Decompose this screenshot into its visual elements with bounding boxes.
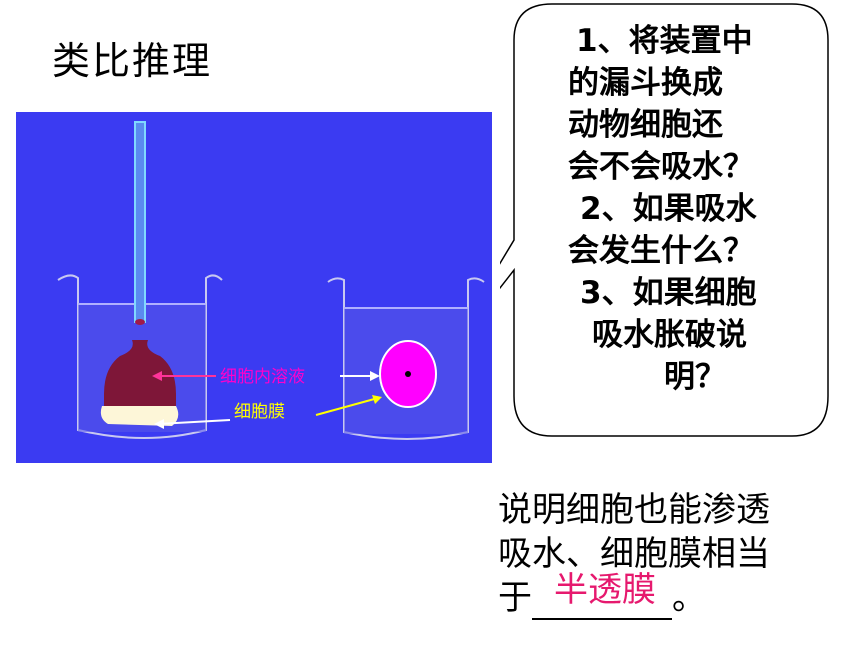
answer-line-2: 吸水、细胞膜相当 [498,534,770,574]
funnel-membrane [100,406,179,426]
question-1-line-4: 会不会吸水？ [568,149,754,185]
question-3-line-1: 3、如果细胞 [580,275,757,311]
bubble-questions: 1、将装置中 的漏斗换成 动物细胞还 会不会吸水？ 2、如果吸水 会发生什么？ … [568,20,808,398]
speech-bubble [500,3,829,437]
membrane-arrow-right [315,397,379,416]
solution-arrowhead-right [370,371,380,381]
answer-blank: 半透膜 [532,570,672,620]
slide-title: 类比推理 [52,39,213,83]
answer-line-1: 说明细胞也能渗透 [498,490,770,530]
label-cell-solution: 细胞内溶液 [220,367,305,387]
answer-blank-word: 半透膜 [554,570,656,610]
cell-nucleus [405,371,411,377]
funnel-solution [104,340,176,408]
question-1-line-1: 1、将装置中 [576,23,753,59]
question-3-line-3: 明？ [664,359,726,395]
answer-suffix: 。 [672,578,706,618]
question-1-line-2: 的漏斗换成 [568,65,723,101]
solution-arrowhead-left [152,371,162,381]
question-3-line-2: 吸水胀破说 [592,317,747,353]
answer-text: 说明细胞也能渗透 吸水、细胞膜相当 于半透膜。 [498,488,828,620]
osmosis-diagram: 细胞内溶液 细胞膜 [16,112,492,463]
answer-prefix: 于 [498,578,532,618]
tube-liquid [135,319,145,325]
answer-line-3: 于半透膜。 [498,570,828,620]
membrane-arrow-left [157,419,231,425]
question-1-line-3: 动物细胞还 [568,107,723,143]
question-2-line-1: 2、如果吸水 [580,191,757,227]
funnel-tube [134,121,146,323]
membrane-arrowhead-left [154,419,164,429]
membrane-arrowhead-right [372,395,382,404]
label-cell-membrane: 细胞膜 [234,402,285,422]
question-2-line-2: 会发生什么？ [568,233,754,269]
